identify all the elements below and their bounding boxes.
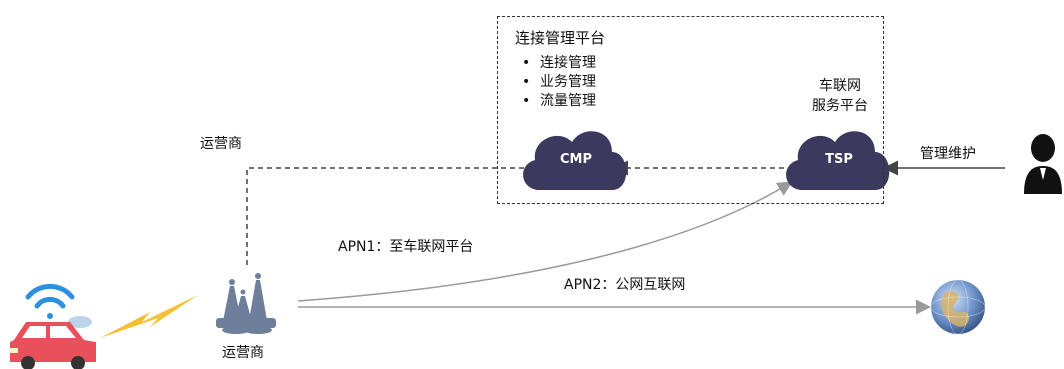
globe-icon bbox=[930, 279, 986, 335]
apn1-link bbox=[297, 181, 793, 302]
tsp-cloud-icon bbox=[786, 131, 890, 190]
feature-item: 业务管理 bbox=[522, 73, 596, 92]
tsp-caption-line2: 服务平台 bbox=[812, 98, 868, 114]
operator-top-label: 运营商 bbox=[200, 136, 242, 152]
cmp-cloud-icon bbox=[523, 131, 627, 190]
operator-bottom-label: 运营商 bbox=[222, 345, 264, 361]
platform-feature-list: 连接管理 业务管理 流量管理 bbox=[522, 54, 596, 111]
platform-title: 连接管理平台 bbox=[515, 29, 606, 47]
person-icon bbox=[1024, 134, 1062, 194]
cmp-label: CMP bbox=[559, 152, 592, 167]
feature-item: 连接管理 bbox=[522, 54, 596, 73]
tsp-caption: 车联网 服务平台 bbox=[805, 76, 875, 116]
apn1-label: APN1：至车联网平台 bbox=[338, 239, 474, 255]
apn2-label: APN2：公网互联网 bbox=[564, 277, 686, 293]
platform-box bbox=[497, 16, 884, 204]
tsp-caption-line1: 车联网 bbox=[819, 78, 861, 94]
feature-item: 流量管理 bbox=[522, 92, 596, 111]
lightning-icon bbox=[100, 295, 198, 338]
cell-tower-icon bbox=[216, 273, 276, 334]
maintenance-label: 管理维护 bbox=[920, 146, 976, 162]
wifi-icon bbox=[25, 283, 75, 319]
car-icon bbox=[10, 316, 96, 369]
tsp-label: TSP bbox=[825, 152, 853, 167]
